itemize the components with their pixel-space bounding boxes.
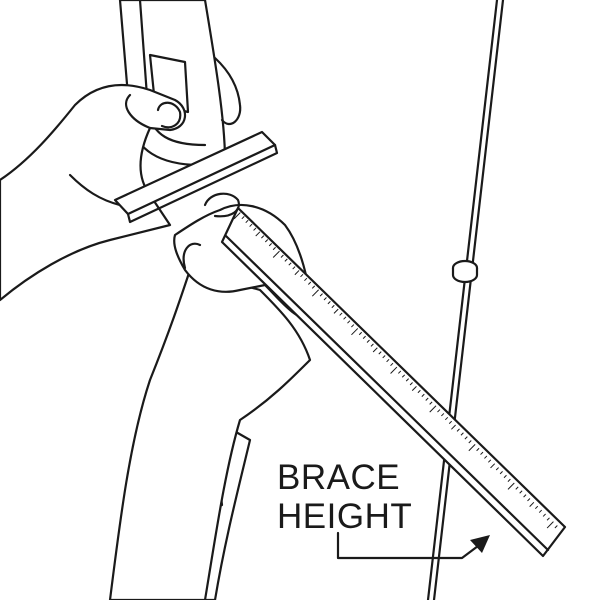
ruler-tick bbox=[378, 351, 382, 355]
ruler-tick bbox=[233, 212, 241, 220]
brace-height-label: BRACE HEIGHT bbox=[277, 458, 412, 536]
ruler-tick bbox=[421, 393, 425, 397]
ruler-tick bbox=[351, 324, 355, 328]
ruler-tick bbox=[311, 289, 319, 297]
ruler-tick bbox=[437, 409, 441, 413]
ruler-tick bbox=[343, 316, 347, 320]
ruler-tick bbox=[460, 432, 464, 436]
ruler-tick bbox=[255, 231, 261, 237]
ruler-tick bbox=[499, 471, 503, 475]
label-line-1: BRACE bbox=[277, 458, 401, 497]
ruler-tick bbox=[241, 215, 245, 220]
ruler-tick bbox=[546, 517, 550, 521]
ruler-tick bbox=[253, 227, 257, 231]
ruler-tick bbox=[468, 444, 476, 452]
ruler-tick bbox=[351, 328, 359, 336]
ruler-tick bbox=[390, 366, 398, 374]
ruler-tick bbox=[554, 525, 558, 529]
ruler-tick bbox=[327, 301, 331, 305]
ruler-tick bbox=[331, 304, 335, 309]
ruler-tick bbox=[304, 277, 308, 282]
ruler-tick bbox=[538, 509, 543, 513]
ruler-tick bbox=[441, 413, 445, 417]
ruler-tick bbox=[507, 478, 511, 482]
ruler-tick bbox=[480, 451, 484, 455]
t-square bbox=[113, 130, 279, 224]
ruler-tick bbox=[456, 428, 460, 432]
ruler-tick bbox=[429, 405, 437, 413]
ruler-tick bbox=[484, 455, 488, 459]
ruler-tick bbox=[507, 482, 515, 490]
arrow-right-bent-icon bbox=[336, 531, 490, 560]
ruler-tick bbox=[294, 270, 300, 276]
ruler-tick bbox=[319, 293, 323, 297]
ruler-tick bbox=[261, 235, 265, 239]
ruler-tick bbox=[264, 239, 269, 243]
ruler-tick bbox=[366, 339, 370, 343]
ruler-tick bbox=[386, 358, 390, 363]
ruler-tick bbox=[347, 320, 351, 324]
right-forearm bbox=[108, 268, 312, 600]
ruler-tick bbox=[280, 254, 284, 258]
ruler-tick bbox=[490, 463, 496, 469]
ruler-tick bbox=[444, 416, 449, 421]
ruler-tick bbox=[333, 308, 339, 314]
ruler-tick bbox=[339, 312, 343, 316]
ruler-tick bbox=[451, 424, 456, 430]
ruler-tick bbox=[529, 501, 535, 507]
ruler-tick bbox=[527, 498, 531, 502]
bow-string bbox=[426, 0, 505, 600]
ruler-tick-marks bbox=[233, 212, 558, 529]
ruler-tick bbox=[515, 486, 519, 490]
ruler-tick bbox=[534, 505, 539, 510]
ruler-tick bbox=[429, 401, 433, 405]
ruler-tick bbox=[488, 459, 492, 463]
ruler-tick bbox=[523, 494, 527, 498]
ruler-tick bbox=[272, 250, 280, 258]
ruler-tick bbox=[245, 219, 249, 224]
ruler-tick bbox=[292, 266, 296, 270]
ruler-tick bbox=[390, 362, 394, 367]
ruler-tick bbox=[425, 397, 429, 401]
ruler-tick bbox=[268, 243, 273, 247]
ruler-tick bbox=[448, 420, 453, 425]
ruler-tick bbox=[307, 281, 312, 285]
ruler-tick bbox=[417, 389, 421, 394]
ruler-tick bbox=[495, 467, 499, 471]
ruler-tick bbox=[411, 386, 417, 392]
ruler-tick bbox=[300, 273, 304, 278]
ruler-tick bbox=[476, 447, 480, 452]
ruler-tick bbox=[409, 382, 413, 386]
ruler-tick bbox=[288, 262, 292, 266]
ruler-tick bbox=[358, 331, 363, 336]
ruler-tick bbox=[382, 355, 386, 359]
ruler-tick bbox=[401, 374, 406, 378]
ruler-tick bbox=[311, 285, 316, 289]
ruler-tick bbox=[542, 513, 546, 517]
ruler-tick bbox=[397, 370, 402, 374]
ruler-tick bbox=[370, 343, 374, 347]
ruler-tick bbox=[405, 378, 409, 382]
ruler bbox=[220, 206, 567, 558]
ruler-tick bbox=[272, 246, 276, 251]
ruler-tick bbox=[503, 474, 507, 479]
ruler-tick bbox=[372, 347, 378, 353]
ruler-tick bbox=[546, 521, 554, 529]
ruler-tick bbox=[519, 490, 523, 494]
ruler-tick bbox=[464, 436, 468, 440]
label-line-2: HEIGHT bbox=[277, 497, 413, 536]
ruler-tick bbox=[323, 297, 327, 301]
ruler-tick bbox=[284, 258, 288, 262]
ruler-tick bbox=[468, 440, 472, 444]
ruler-tick bbox=[362, 335, 366, 339]
left-hand bbox=[0, 56, 242, 302]
ruler-tick bbox=[249, 223, 253, 227]
